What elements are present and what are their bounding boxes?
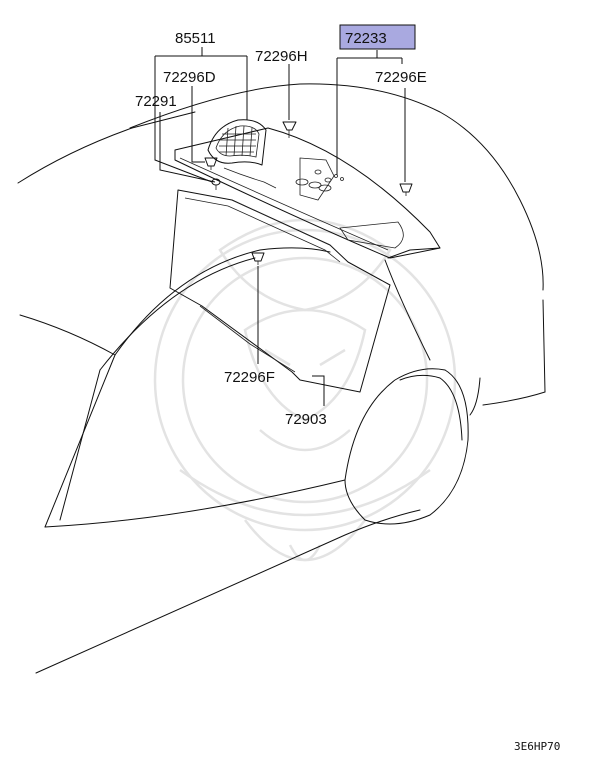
label-72296D[interactable]: 72296D [163,69,216,86]
car-body-outline [17,83,546,674]
parcel-shelf-panel [174,127,441,259]
label-72903[interactable]: 72903 [285,411,327,428]
label-72233[interactable]: 72233 [345,30,387,47]
label-85511[interactable]: 85511 [175,30,216,47]
clip-72296D [204,157,218,170]
label-72296E[interactable]: 72296E [375,69,427,86]
trim-panel-72903 [169,189,391,393]
highlight-box-72233 [339,24,416,50]
diagram-code: 3E6HP70 [514,740,560,753]
clip-72296H [282,121,297,138]
clip-72296F [251,252,265,265]
lamp-lens-grid [219,125,256,157]
label-72296H[interactable]: 72296H [255,48,308,65]
leader-lines [154,47,406,406]
stop-lamp-85511 [207,119,267,166]
clip-72296E [399,183,413,196]
watermark-emblem [153,218,457,562]
label-72291[interactable]: 72291 [135,93,177,110]
label-72296F[interactable]: 72296F [224,369,275,386]
